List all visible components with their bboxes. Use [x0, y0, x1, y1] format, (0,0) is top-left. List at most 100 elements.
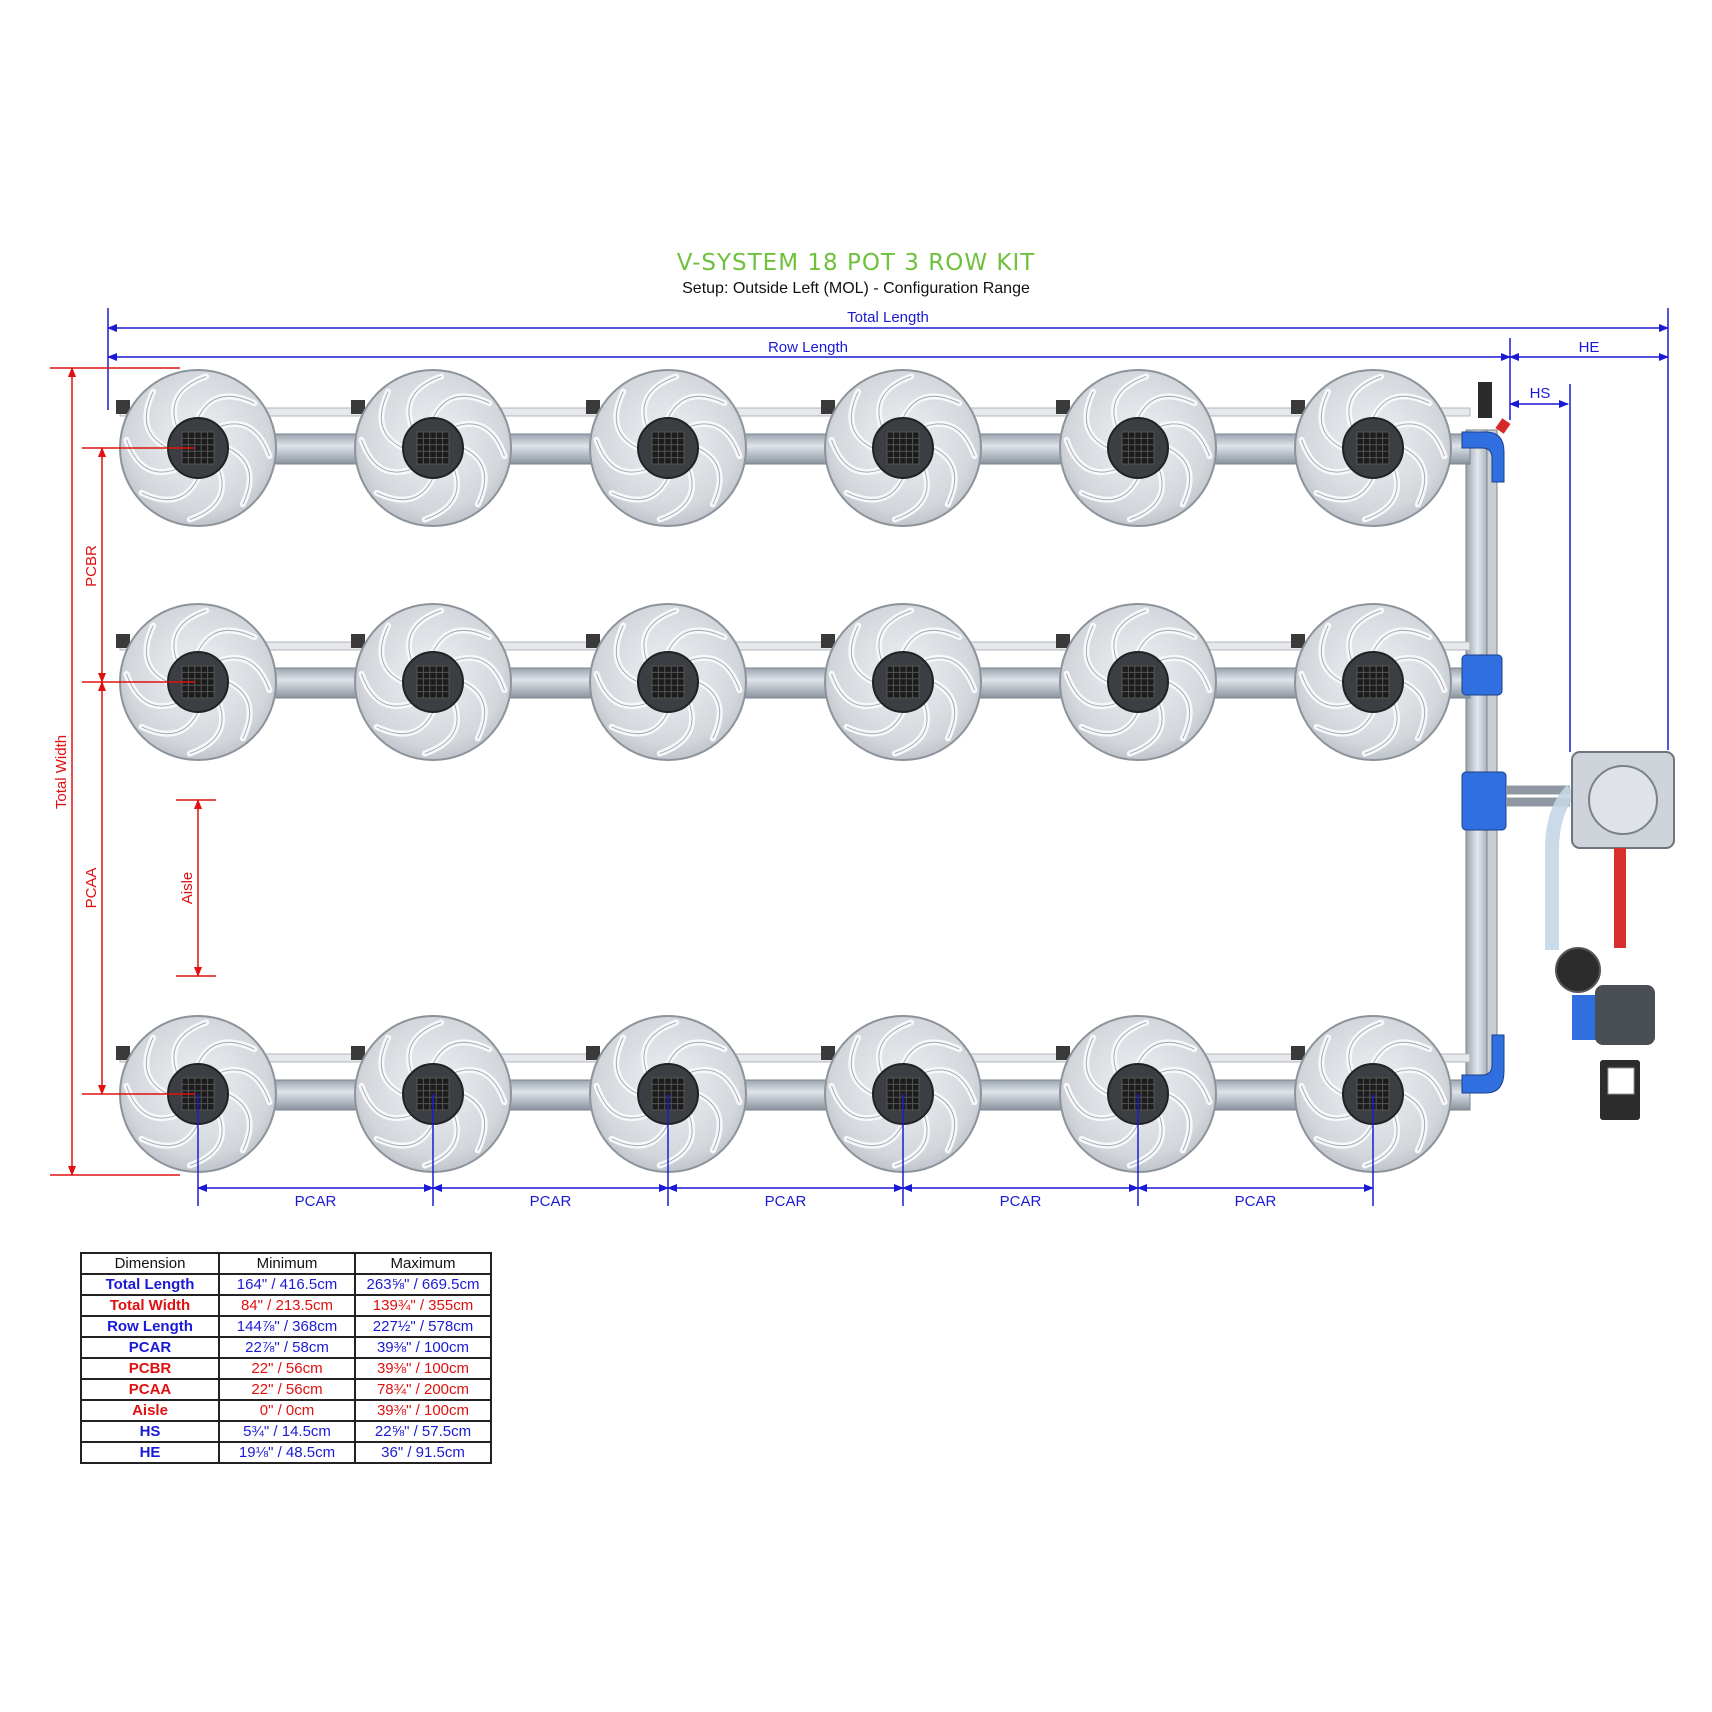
pcar-label: PCAR — [1000, 1193, 1042, 1210]
feed-line — [119, 407, 1471, 417]
dripper-fitting — [351, 1046, 365, 1060]
dripper-fitting — [1291, 634, 1305, 648]
feed-line — [119, 1053, 1471, 1063]
pot-vane-edge — [667, 395, 725, 419]
pot-vane-edge — [376, 477, 434, 501]
pot-vane-edge — [1394, 423, 1445, 457]
aisle-label: Aisle — [179, 872, 196, 905]
grow-pot — [821, 369, 982, 527]
hs-label: HS — [1530, 385, 1551, 402]
pot-vane-edge — [894, 469, 928, 520]
pot-vane-edge — [902, 1041, 960, 1065]
pot-vane-edge — [424, 1115, 458, 1166]
pot-vane-edge — [878, 610, 912, 661]
dripper-fitting — [821, 1046, 835, 1060]
pot-vane-edge — [850, 391, 874, 449]
pump-body — [1595, 985, 1655, 1045]
pot-vane-edge — [227, 447, 251, 505]
pot-vane-edge — [1085, 625, 1109, 683]
header-tank-lid — [1588, 765, 1658, 835]
pot-vane-edge — [878, 376, 912, 427]
pot-vane-edge — [227, 681, 251, 739]
pot-vane-edge — [145, 391, 169, 449]
pot-vane-edge — [1113, 610, 1147, 661]
pot-vane-edge — [219, 1069, 270, 1103]
pot-grate — [886, 431, 920, 465]
pot-vane-edge — [424, 469, 458, 520]
dripper-fitting — [586, 1046, 600, 1060]
tee-middle — [1461, 654, 1503, 696]
dripper-fitting — [1056, 400, 1070, 414]
table-header-dimension: Dimension — [80, 1252, 220, 1275]
grow-pot — [586, 1015, 747, 1173]
pot-vane-edge — [376, 711, 434, 735]
pot-grate — [1121, 431, 1155, 465]
pot-grate — [1121, 665, 1155, 699]
dimension-name: Row Length — [80, 1315, 220, 1338]
pot-vane-edge — [697, 447, 721, 505]
grow-pot — [1291, 603, 1452, 761]
pot-vane-edge — [1402, 447, 1426, 505]
pot-vane-edge — [643, 376, 677, 427]
pot-vane-edge — [850, 625, 874, 683]
pot-vane-edge — [408, 610, 442, 661]
dripper-fitting — [1291, 1046, 1305, 1060]
pot-vane-edge — [145, 1037, 169, 1095]
pot-vane-edge — [141, 711, 199, 735]
pot-vane-edge — [227, 1093, 251, 1151]
pot-vane-edge — [611, 477, 669, 501]
dimension-name: PCBR — [80, 1357, 220, 1380]
dimension-max: 39⅜" / 100cm — [354, 1357, 492, 1380]
dimension-name: Total Width — [80, 1294, 220, 1317]
red-pipe — [1614, 848, 1626, 948]
grow-pot — [821, 603, 982, 761]
pcar-label: PCAR — [765, 1193, 807, 1210]
pot-vane-edge — [659, 703, 693, 754]
pot-vane-edge — [924, 657, 975, 691]
pot-vane-edge — [1137, 1041, 1195, 1065]
pot-vane-edge — [1159, 657, 1210, 691]
dripper-fitting — [821, 400, 835, 414]
pot-vane-edge — [1320, 625, 1344, 683]
pot-vane-edge — [596, 673, 647, 707]
grow-pot — [116, 369, 277, 527]
pot-vane-edge — [697, 1093, 721, 1151]
dripper-fitting — [1291, 400, 1305, 414]
pot-vane-edge — [141, 477, 199, 501]
pot-grate — [886, 665, 920, 699]
dripper-fitting — [116, 1046, 130, 1060]
pot-vane-edge — [611, 711, 669, 735]
dimension-min: 22⅞" / 58cm — [218, 1336, 356, 1359]
pot-vane-edge — [902, 395, 960, 419]
pot-vane-edge — [659, 469, 693, 520]
pcar-label: PCAR — [530, 1193, 572, 1210]
pot-vane-edge — [615, 1037, 639, 1095]
page-subtitle: Setup: Outside Left (MOL) - Configuratio… — [682, 280, 1030, 297]
pot-vane-edge — [454, 657, 505, 691]
pot-grate — [651, 431, 685, 465]
pot-vane-edge — [219, 657, 270, 691]
pot-vane-edge — [643, 1022, 677, 1073]
pot-vane-edge — [1137, 629, 1195, 653]
grow-pot — [1056, 369, 1217, 527]
grow-pot — [821, 1015, 982, 1173]
pot-vane-edge — [126, 673, 177, 707]
dimension-name: PCAR — [80, 1336, 220, 1359]
pot-vane-edge — [1316, 711, 1374, 735]
pot-vane-edge — [894, 703, 928, 754]
dimension-max: 263⅝" / 669.5cm — [354, 1273, 492, 1296]
top-valve — [1478, 382, 1492, 418]
pot-vane-edge — [846, 477, 904, 501]
dripper-fitting — [116, 400, 130, 414]
pot-vane-edge — [689, 657, 740, 691]
pot-vane-edge — [831, 439, 882, 473]
pot-vane-edge — [1085, 391, 1109, 449]
pot-vane-edge — [219, 423, 270, 457]
pot-vane-edge — [1372, 395, 1430, 419]
dimension-max: 39⅜" / 100cm — [354, 1399, 492, 1422]
dimension-max: 22⅝" / 57.5cm — [354, 1420, 492, 1443]
